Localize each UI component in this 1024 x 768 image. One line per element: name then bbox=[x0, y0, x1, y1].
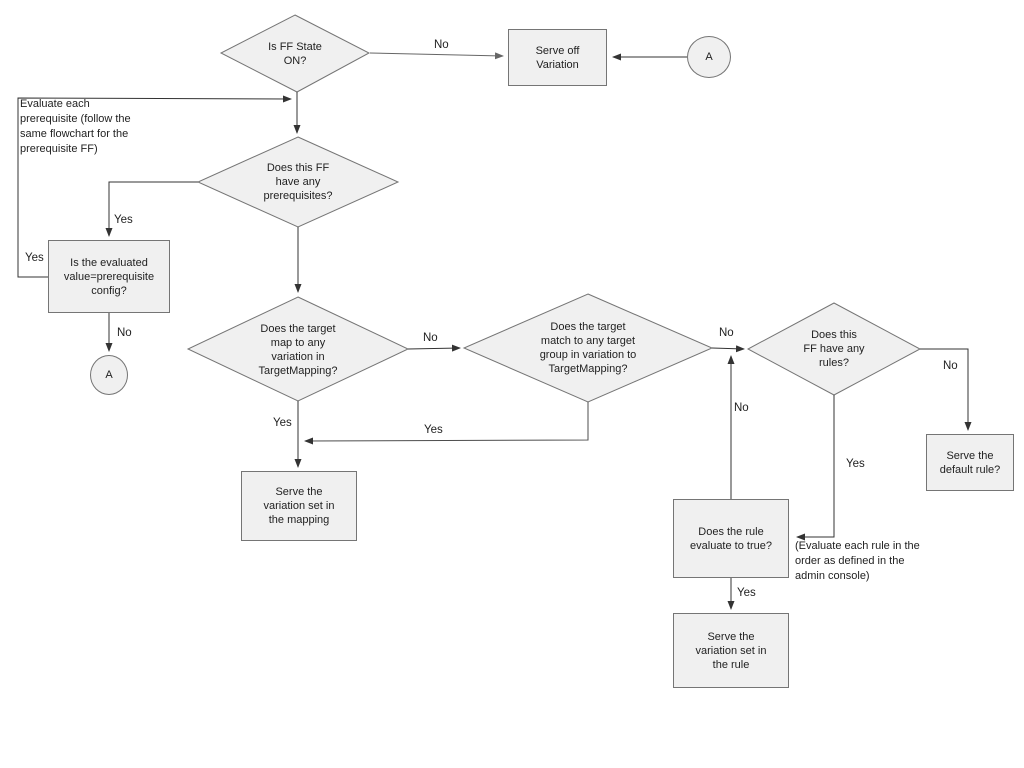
target-map-diamond-label: Does the target map to any variation in … bbox=[258, 323, 338, 377]
edge-label-rule-eval-yes: Yes bbox=[737, 587, 756, 599]
connector-a-left: A bbox=[90, 355, 128, 395]
target-group-diamond-label: Does the target match to any target grou… bbox=[539, 321, 637, 375]
edge-targetgroup-no-to-rules bbox=[711, 345, 745, 353]
edge-label-map-no: No bbox=[423, 332, 438, 344]
default-rule-box: Serve the default rule? bbox=[926, 434, 1014, 491]
edge-ffstate-no-to-serveoff bbox=[369, 52, 504, 60]
edge-prereq-yes-to-evalbox bbox=[105, 181, 198, 237]
eval-prereq-box: Is the evaluated value=prerequisite conf… bbox=[48, 240, 170, 313]
rules-diamond-label: Does this FF have any rules? bbox=[803, 329, 865, 369]
edge-label-rules-yes: Yes bbox=[846, 458, 865, 470]
connector-a-top: A bbox=[687, 36, 731, 78]
edge-label-eval-no: No bbox=[117, 327, 132, 339]
edge-label-rule-eval-no: No bbox=[734, 402, 749, 414]
prereq-diamond-label: Does this FF have any prerequisites? bbox=[263, 162, 333, 202]
edge-label-eval-loop-yes: Yes bbox=[25, 252, 44, 264]
edge-label-map-yes: Yes bbox=[273, 417, 292, 429]
ff-state-diamond-label: Is FF State ON? bbox=[268, 41, 322, 67]
edge-label-group-yes: Yes bbox=[424, 424, 443, 436]
edge-label-group-no: No bbox=[719, 327, 734, 339]
serve-off-variation-box: Serve off Variation bbox=[508, 29, 607, 86]
serve-mapping-box: Serve the variation set in the mapping bbox=[241, 471, 357, 541]
edge-targetgroup-yes-to-servemapping bbox=[304, 402, 589, 445]
edge-label-prereq-yes: Yes bbox=[114, 214, 133, 226]
serve-rule-box: Serve the variation set in the rule bbox=[673, 613, 789, 688]
edge-label-rules-no: No bbox=[943, 360, 958, 372]
edge-targetmap-no-to-targetgroup bbox=[407, 344, 461, 352]
edge-label-ffstate-no: No bbox=[434, 39, 449, 51]
rule-eval-box: Does the rule evaluate to true? bbox=[673, 499, 789, 578]
edge-rules-yes-to-ruleeval bbox=[796, 395, 835, 541]
rule-order-note: (Evaluate each rule in the order as defi… bbox=[795, 540, 920, 582]
prereq-note: Evaluate each prerequisite (follow the s… bbox=[20, 98, 131, 155]
